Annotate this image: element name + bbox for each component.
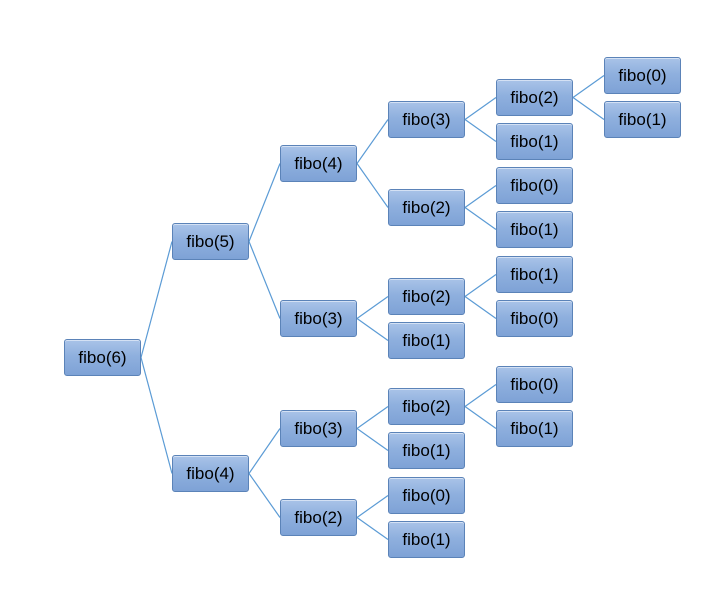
tree-edge	[464, 274, 497, 297]
tree-node: fibo(0)	[604, 57, 681, 94]
tree-edge	[464, 119, 497, 142]
tree-node: fibo(1)	[388, 432, 465, 469]
tree-node: fibo(2)	[388, 189, 465, 226]
tree-edge	[248, 241, 281, 319]
tree-edge	[356, 163, 389, 208]
tree-edge	[464, 185, 497, 208]
tree-edge	[464, 97, 497, 120]
tree-edge	[464, 384, 497, 407]
tree-edge	[464, 296, 497, 319]
tree-edge	[572, 97, 605, 120]
tree-node: fibo(1)	[496, 123, 573, 160]
tree-edge	[248, 163, 281, 242]
tree-node: fibo(3)	[388, 101, 465, 138]
tree-edge	[464, 406, 497, 429]
tree-node: fibo(0)	[496, 366, 573, 403]
tree-edge	[356, 495, 389, 518]
tree-node: fibo(2)	[496, 79, 573, 116]
tree-node: fibo(1)	[496, 211, 573, 248]
tree-edge	[356, 517, 389, 540]
tree-node: fibo(1)	[496, 256, 573, 293]
tree-node: fibo(2)	[388, 388, 465, 425]
tree-edge	[248, 428, 281, 474]
tree-node: fibo(1)	[388, 322, 465, 359]
tree-edge	[248, 473, 281, 518]
tree-node: fibo(0)	[388, 477, 465, 514]
tree-edge	[464, 207, 497, 230]
tree-node: fibo(1)	[388, 521, 465, 558]
tree-node: fibo(0)	[496, 167, 573, 204]
tree-node: fibo(0)	[496, 300, 573, 337]
tree-edge	[140, 241, 173, 358]
tree-node: fibo(4)	[280, 145, 357, 182]
tree-node: fibo(1)	[604, 101, 681, 138]
tree-edge	[356, 406, 389, 429]
tree-edge	[356, 119, 389, 164]
tree-edge	[356, 318, 389, 341]
tree-edge	[140, 357, 173, 474]
tree-node: fibo(1)	[496, 410, 573, 447]
tree-edge	[356, 296, 389, 319]
tree-node: fibo(3)	[280, 300, 357, 337]
tree-node: fibo(2)	[388, 278, 465, 315]
tree-node: fibo(4)	[172, 455, 249, 492]
tree-node: fibo(3)	[280, 410, 357, 447]
tree-edge	[572, 75, 605, 98]
tree-node: fibo(6)	[64, 339, 141, 376]
tree-edge	[356, 428, 389, 451]
tree-node: fibo(5)	[172, 223, 249, 260]
tree-node: fibo(2)	[280, 499, 357, 536]
